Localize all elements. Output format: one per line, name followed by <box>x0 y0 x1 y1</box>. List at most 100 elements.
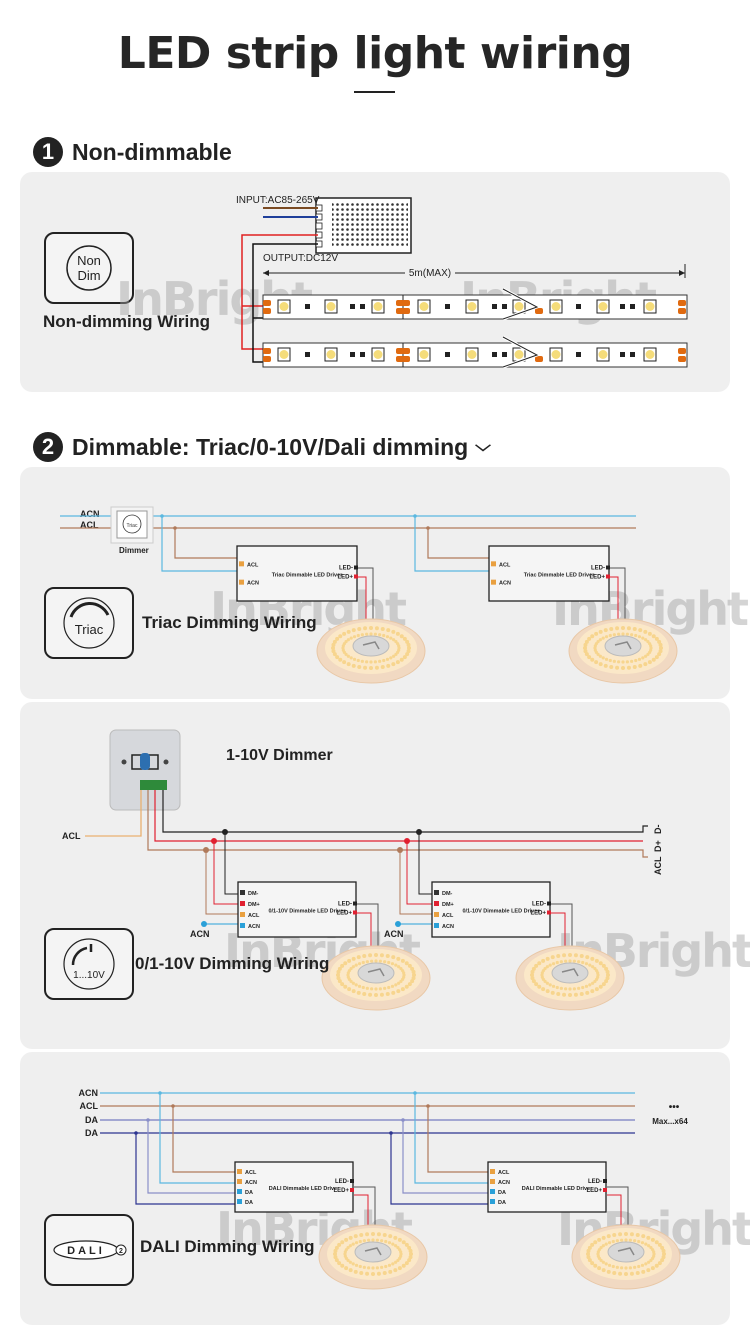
acl-line-label: ACL <box>80 520 99 530</box>
driver-name: Triac Dimmable LED Driver <box>272 573 343 579</box>
led-reel <box>515 945 625 1011</box>
solder-pad <box>263 308 271 314</box>
solder-pad <box>678 300 686 306</box>
triac-panel: InBright InBright ACN ACL Triac Dimmer A… <box>20 467 749 699</box>
non-dim-icon-line1: Non <box>77 253 101 268</box>
driver-output-label: LED+ <box>589 575 605 581</box>
driver-name: 0/1-10V Dimmable LED Driver <box>268 909 346 915</box>
resistor <box>305 352 310 357</box>
driver-input-label: ACL <box>498 1170 510 1176</box>
ellipsis-icon: ••• <box>669 1102 680 1113</box>
driver-name: Triac Dimmable LED Driver <box>524 573 595 579</box>
max-drivers-label: Max...x64 <box>652 1117 688 1126</box>
resistor <box>576 352 581 357</box>
driver-input-label: ACL <box>442 913 454 919</box>
driver-output-label: LED- <box>532 902 546 908</box>
led-strip <box>262 287 688 321</box>
chevron-down-icon[interactable]: ⌵ <box>475 438 492 455</box>
resistor <box>360 352 365 357</box>
driver-output-label: LED- <box>335 1179 349 1185</box>
driver-input-label: ACN <box>498 1180 510 1186</box>
driver-output-label: LED- <box>339 566 353 572</box>
resistor <box>502 304 507 309</box>
driver-output-label: LED- <box>338 902 352 908</box>
one-ten-volt-dimmer <box>109 729 181 811</box>
driver-output-label: LED+ <box>337 575 353 581</box>
led-reel <box>318 1224 428 1290</box>
driver-output-label: LED- <box>588 1179 602 1185</box>
solder-pad <box>402 308 410 314</box>
resistor <box>492 304 497 309</box>
non-dimmable-panel: Non Dim Non-dimming Wiring InBright InBr… <box>20 172 730 392</box>
triac-dimmer: Triac <box>110 506 154 544</box>
driver-input-label: DA <box>498 1200 506 1206</box>
zero-ten-volt-panel: InBright InBright 1-10V Dimmer ACL D- D+… <box>20 702 750 1049</box>
solder-pad <box>678 308 686 314</box>
driver-input-label: DA <box>498 1190 506 1196</box>
acl-label: ACL <box>62 831 81 841</box>
driver-input-label: DM+ <box>442 902 454 908</box>
d-minus-label: D- <box>653 825 663 835</box>
dimmer-label: Dimmer <box>119 546 149 555</box>
d-plus-label: D+ <box>653 840 663 852</box>
resistor <box>350 352 355 357</box>
solder-pad <box>678 348 686 354</box>
solder-pad <box>402 348 410 354</box>
one-ten-volt-icon: 1...10V <box>44 928 134 1000</box>
section-number-badge: 2 <box>33 432 63 462</box>
resistor <box>445 352 450 357</box>
driver-output-label: LED+ <box>336 911 352 917</box>
da-line-label: DA <box>85 1115 98 1125</box>
driver-input-label: DM- <box>248 891 259 897</box>
resistor <box>350 304 355 309</box>
resistor <box>492 352 497 357</box>
solder-pad <box>402 356 410 362</box>
driver-output-label: LED+ <box>530 911 546 917</box>
page-title: LED strip light wiring <box>117 28 633 79</box>
resistor <box>630 352 635 357</box>
driver-output-label: LED+ <box>333 1188 349 1194</box>
psu-input-label: INPUT:AC85-265V <box>236 195 320 206</box>
acl-line-label: ACL <box>80 1101 99 1111</box>
section-title: Non-dimmable <box>72 138 232 165</box>
driver-input-label: ACN <box>245 1180 257 1186</box>
driver-name: 0/1-10V Dimmable LED Driver <box>462 909 540 915</box>
zero-ten-volt-wiring-label: 0/1-10V Dimming Wiring <box>135 954 330 973</box>
driver-input-label: ACL <box>499 562 511 568</box>
section-title: Dimmable: Triac/0-10V/Dali dimming <box>72 433 469 460</box>
driver-input-label: ACN <box>442 924 454 930</box>
acn-label: ACN <box>384 929 404 939</box>
driver-input-label: ACN <box>499 581 511 587</box>
driver-input-label: DA <box>245 1190 253 1196</box>
driver-input-label: DM+ <box>248 902 260 908</box>
title-underline <box>354 91 395 93</box>
dali-icon-text: DALI <box>67 1245 105 1257</box>
solder-pad <box>535 308 543 314</box>
resistor <box>502 352 507 357</box>
resistor <box>360 304 365 309</box>
driver-input-label: ACL <box>247 562 259 568</box>
dali-panel: InBright InBright ACN ACL DA DA ••• Max.… <box>20 1052 750 1325</box>
dali-wiring-label: DALI Dimming Wiring <box>140 1237 315 1256</box>
solder-pad <box>396 300 404 306</box>
led-strip <box>262 335 688 369</box>
dali-icon: DALI 2 <box>44 1214 134 1286</box>
driver-input-label: ACN <box>248 924 260 930</box>
non-dimmable-diagram: INPUT:AC85-265V OUTPUT:DC12V 5m(MAX) <box>236 195 688 369</box>
led-driver: DM- DM+ ACL ACN 0/1-10V Dimmable LED DriverL… <box>237 881 357 938</box>
solder-pad <box>678 356 686 362</box>
driver-input-label: ACN <box>247 581 259 587</box>
acn-line-label: ACN <box>80 509 100 519</box>
solder-pad <box>535 356 543 362</box>
driver-input-label: ACL <box>248 913 260 919</box>
led-reel <box>321 945 431 1011</box>
driver-name: DALI Dimmable LED Driver <box>269 1186 340 1192</box>
resistor <box>305 304 310 309</box>
zero-ten-volt-diagram: 1-10V Dimmer ACL D- D+ ACL ACNDM-DM+ACLA… <box>62 729 663 1011</box>
acn-label: ACN <box>190 929 210 939</box>
